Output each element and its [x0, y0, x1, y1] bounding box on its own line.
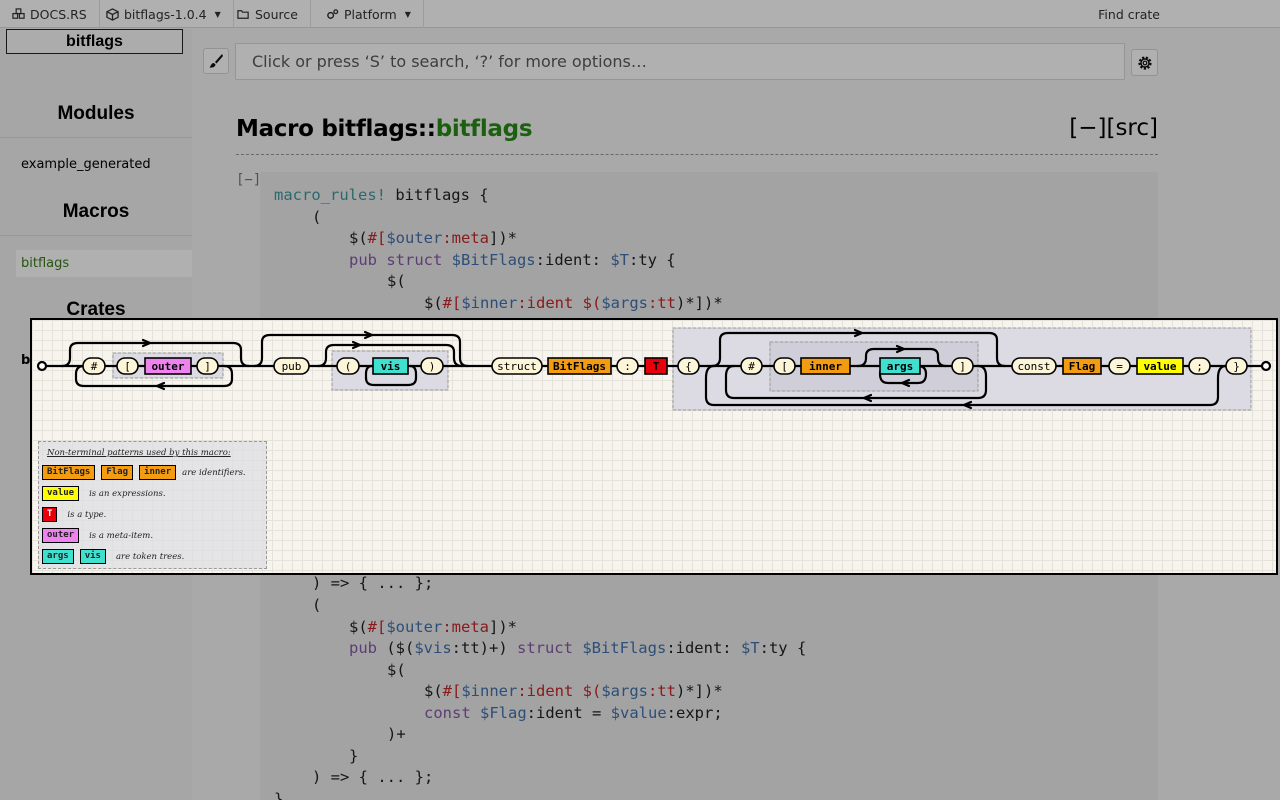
docsrs-logo-link[interactable]: DOCS.RS [0, 0, 100, 28]
cogs-icon [327, 8, 339, 19]
platform-label: Platform [344, 6, 397, 22]
legend-text: are identifiers. [182, 467, 246, 478]
legend-text: is a meta-item. [89, 530, 154, 541]
token-rbrace: } [1233, 360, 1240, 373]
code-line: $( [387, 661, 406, 679]
sidebar-crates-heading: Crates [66, 299, 126, 320]
top-navbar: DOCS.RS bitflags-1.0.4 ▼ Source Platform… [0, 0, 1280, 28]
token-flag: Flag [1069, 360, 1096, 373]
code-line: ) => { ... }; [312, 768, 434, 786]
legend-heading: Non-terminal patterns used by this macro… [47, 448, 231, 458]
legend-chip-flag: Flag [101, 465, 134, 480]
token-hash: # [748, 360, 755, 373]
code-line: } [274, 790, 284, 800]
legend-chip-outer: outer [42, 528, 80, 543]
gear-icon [1137, 55, 1152, 70]
legend-row-expression: value is an expressions. [42, 486, 166, 501]
token-pub: pub [282, 360, 302, 373]
token-lbracket: [ [124, 360, 131, 373]
token-lbracket: [ [781, 360, 788, 373]
token-value: value [1143, 360, 1176, 373]
code-line: ( [312, 208, 322, 226]
crate-version-label: bitflags-1.0.4 [124, 6, 207, 22]
code-line: $(#[$outer:meta])* [349, 229, 518, 247]
sidebar-item-bitflags[interactable]: bitflags [16, 250, 192, 277]
token-const: const [1017, 360, 1050, 373]
source-link[interactable]: Source [225, 0, 311, 28]
token-args: args [887, 360, 914, 373]
railroad-legend: Non-terminal patterns used by this macro… [38, 441, 267, 569]
token-rbracket: ] [204, 360, 211, 373]
legend-chip-vis: vis [79, 549, 106, 564]
legend-text: is an expressions. [89, 488, 166, 499]
sidebar-item-crate[interactable]: b [21, 353, 31, 368]
crate-version-menu[interactable]: bitflags-1.0.4 ▼ [94, 0, 234, 28]
collapse-toggle[interactable]: [−] [236, 172, 262, 188]
sidebar-modules-heading: Modules [57, 103, 135, 124]
code-line: $(#[$outer:meta])* [349, 618, 518, 636]
legend-chip-bitflags: BitFlags [42, 465, 96, 480]
token-rparen: ) [429, 360, 436, 373]
token-colon: : [624, 360, 631, 373]
title-macro-name[interactable]: bitflags [435, 116, 533, 142]
legend-row-meta: outer is a meta-item. [42, 528, 153, 543]
sidebar-item-example-generated[interactable]: example_generated [21, 157, 151, 172]
source-label: Source [255, 6, 298, 22]
platform-menu[interactable]: Platform ▼ [314, 0, 424, 28]
legend-text: is a type. [67, 509, 107, 520]
sidebar-divider [0, 137, 192, 138]
token-outer: outer [151, 360, 184, 373]
code-line: $(#[$inner:ident $($args:tt)*])* [424, 294, 723, 312]
sidebar-divider [0, 235, 192, 236]
legend-row-type: T is a type. [42, 507, 106, 522]
code-line: ) => { ... }; [312, 574, 434, 592]
code-line: pub ($($vis:tt)+) struct $BitFlags:ident… [349, 639, 807, 657]
code-line: $(#[$inner:ident $($args:tt)*])* [424, 682, 723, 700]
caret-down-icon: ▼ [214, 9, 221, 19]
legend-chip-value: value [42, 486, 80, 501]
sidebar-macros-heading: Macros [62, 201, 130, 222]
caret-down-icon: ▼ [404, 9, 411, 19]
paintbrush-icon [209, 54, 223, 68]
theme-picker-button[interactable] [203, 48, 229, 74]
token-struct: struct [497, 360, 537, 373]
token-inner: inner [809, 360, 842, 373]
legend-row-token-trees: args vis are token trees. [42, 549, 184, 564]
token-rbracket: ] [959, 360, 966, 373]
railroad-diagram-popup[interactable]: # [ outer ] pub ( vis ) struct BitFlags … [30, 318, 1278, 575]
token-vis: vis [381, 360, 401, 373]
railroad-diagram: # [ outer ] pub ( vis ) struct BitFlags … [36, 327, 1272, 411]
code-line: const $Flag:ident = $value:expr; [424, 704, 723, 722]
code-line: } [349, 747, 359, 765]
sidebar-crate-name[interactable]: bitflags [6, 29, 183, 54]
folder-open-icon [237, 9, 249, 19]
code-line: pub struct $BitFlags:ident: $T:ty { [349, 251, 676, 269]
legend-chip-t: T [42, 507, 58, 522]
code-line: $( [387, 272, 406, 290]
code-line: ( [312, 596, 322, 614]
find-crate-link[interactable]: Find crate [1098, 6, 1160, 22]
legend-chip-args: args [42, 549, 74, 564]
token-eq: = [1116, 360, 1123, 373]
docsrs-label: DOCS.RS [30, 6, 87, 22]
token-lparen: ( [345, 360, 352, 373]
token-semicolon: ; [1196, 360, 1203, 373]
title-divider [236, 154, 1158, 155]
legend-text: are token trees. [115, 551, 185, 562]
legend-row-identifiers: BitFlags Flag inner are identifiers. [42, 465, 246, 480]
title-prefix: Macro bitflags:: [236, 116, 436, 142]
token-hash: # [91, 360, 98, 373]
token-bitflags: BitFlags [553, 360, 606, 373]
legend-chip-inner: inner [139, 465, 177, 480]
page-title: Macro bitflags::bitflags [236, 116, 533, 142]
code-line: )+ [387, 725, 406, 743]
collapse-src-links[interactable]: [−][src] [1069, 115, 1158, 141]
settings-button[interactable] [1131, 49, 1158, 76]
token-lbrace: { [685, 360, 692, 373]
token-t: T [653, 360, 660, 373]
cube-icon [106, 7, 119, 21]
search-input[interactable] [235, 43, 1125, 80]
code-line: macro_rules! bitflags { [274, 186, 489, 204]
cubes-icon [12, 7, 25, 19]
